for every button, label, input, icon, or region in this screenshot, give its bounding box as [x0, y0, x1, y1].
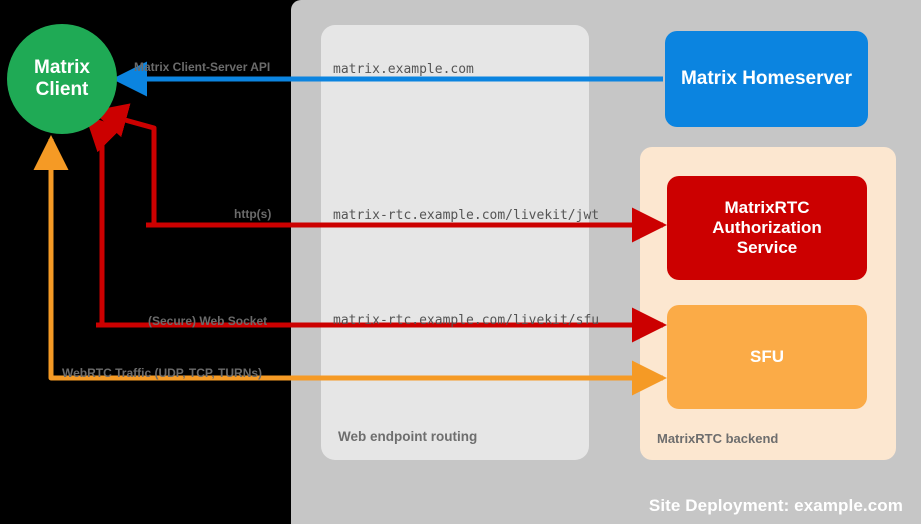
node-sfu[interactable]: SFU [667, 305, 867, 409]
node-matrix-client[interactable]: Matrix Client [7, 24, 117, 134]
endpoint-livekit-jwt: matrix-rtc.example.com/livekit/jwt [333, 208, 600, 223]
edge-http-jwt [92, 103, 668, 243]
matrixrtc-backend-label: MatrixRTC backend [657, 431, 779, 446]
node-auth-line2: Authorization [712, 217, 822, 237]
node-matrixrtc-authorization-service[interactable]: MatrixRTC Authorization Service [667, 176, 867, 280]
edge-secure-web-socket [85, 115, 668, 343]
node-matrix-homeserver-label: Matrix Homeserver [680, 67, 853, 89]
node-sfu-label: SFU [750, 346, 784, 366]
edge-label-http: http(s) [234, 207, 272, 221]
endpoint-matrix-example-com: matrix.example.com [333, 62, 474, 77]
node-auth-line1: MatrixRTC [724, 197, 810, 217]
site-deployment-label: Site Deployment: example.com [648, 496, 903, 515]
node-auth-line3: Service [736, 238, 798, 258]
endpoint-livekit-sfu: matrix-rtc.example.com/livekit/sfu [333, 313, 600, 328]
node-matrix-client-line1: Matrix [34, 57, 90, 79]
edge-label-webrtc-traffic: WebRTC Traffic (UDP, TCP, TURNs) [62, 366, 263, 380]
web-endpoint-routing-panel: Web endpoint routing [321, 25, 589, 460]
node-matrix-client-line2: Client [35, 79, 89, 100]
web-endpoint-routing-label: Web endpoint routing [338, 429, 478, 444]
edge-webrtc-traffic [33, 134, 668, 396]
edge-label-matrix-client-server-api: Matrix Client-Server API [134, 60, 271, 74]
edge-label-secure-web-socket: (Secure) Web Socket [148, 314, 268, 328]
node-matrix-homeserver[interactable]: Matrix Homeserver [665, 31, 868, 127]
